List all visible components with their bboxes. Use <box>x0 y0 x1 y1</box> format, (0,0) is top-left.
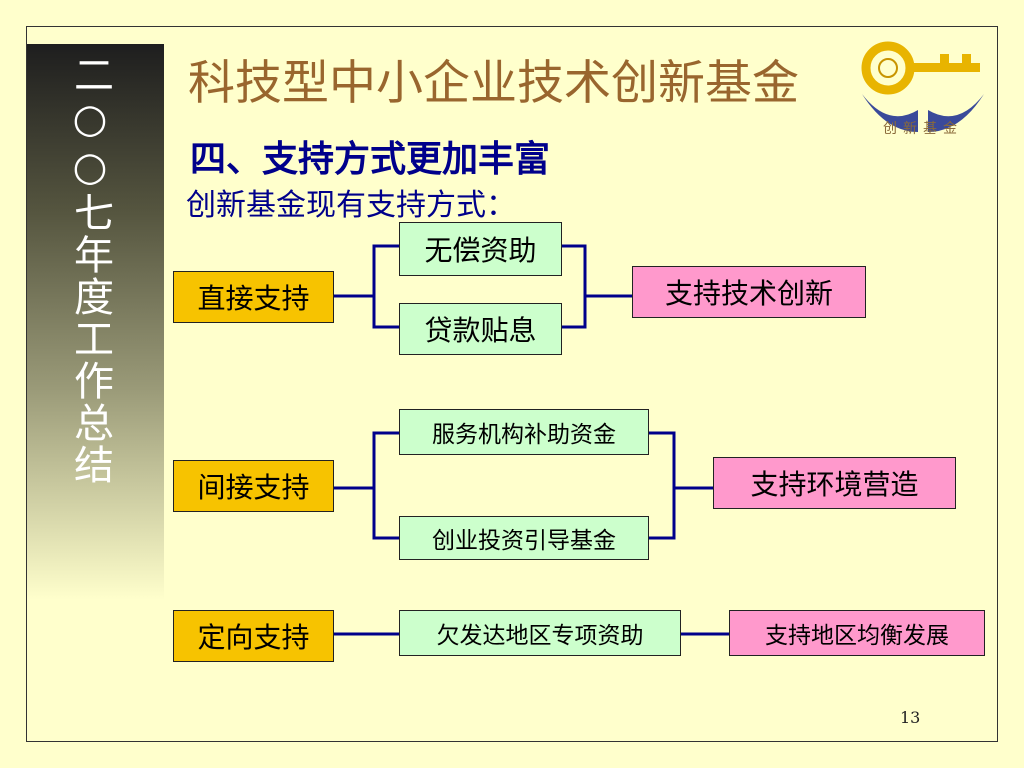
item-service-subsidy: 服务机构补助资金 <box>399 409 649 455</box>
category-targeted-support: 定向支持 <box>173 610 334 662</box>
category-indirect-support: 间接支持 <box>173 460 334 512</box>
sidebar-gradient <box>27 44 164 600</box>
goal-environment: 支持环境营造 <box>713 457 956 509</box>
item-underdeveloped-region-grant: 欠发达地区专项资助 <box>399 610 681 656</box>
section-heading: 四、支持方式更加丰富 <box>190 139 551 180</box>
item-venture-fund: 创业投资引导基金 <box>399 516 649 560</box>
slide-title: 科技型中小企业技术创新基金 <box>188 56 799 111</box>
logo-caption: 创新基金 <box>883 121 963 137</box>
item-loan-subsidy: 贷款贴息 <box>399 303 562 355</box>
slide-frame <box>26 26 998 742</box>
goal-tech-innovation: 支持技术创新 <box>632 266 866 318</box>
page-number: 13 <box>900 708 921 727</box>
section-subheading: 创新基金现有支持方式： <box>186 188 516 223</box>
item-grant: 无偿资助 <box>399 222 562 276</box>
goal-regional-balance: 支持地区均衡发展 <box>729 610 985 656</box>
vertical-title: 二○○七年度工作总结 <box>67 54 113 486</box>
key-logo-icon <box>861 41 984 132</box>
category-direct-support: 直接支持 <box>173 271 334 323</box>
